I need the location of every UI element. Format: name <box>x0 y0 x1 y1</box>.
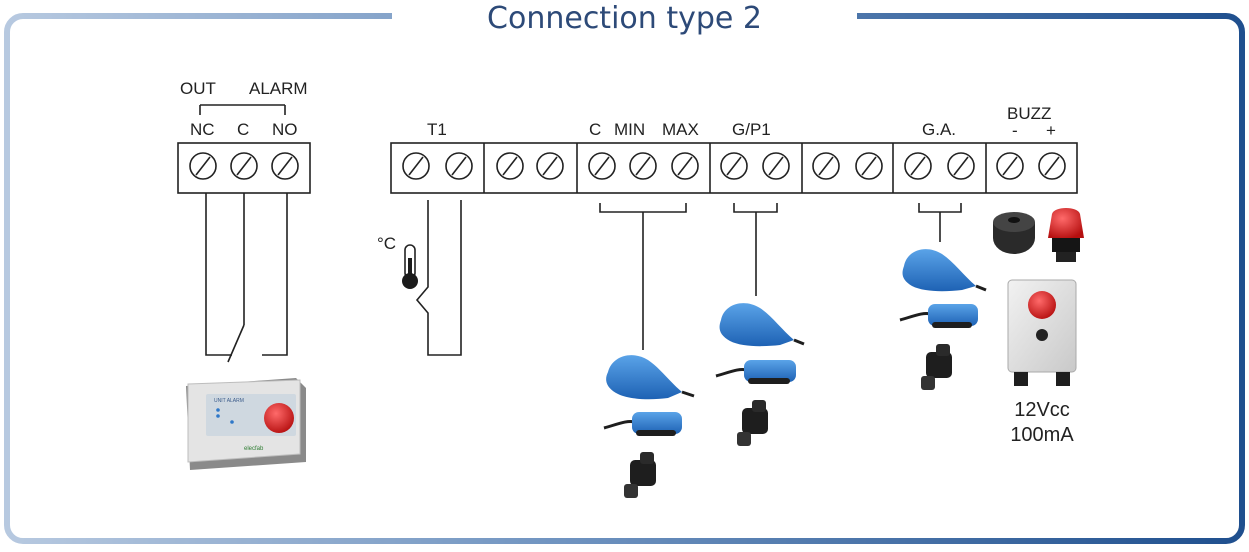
float-switch-black-2 <box>737 400 768 446</box>
gp1-label: G/P1 <box>732 120 771 139</box>
relay-contact-wiring <box>205 193 288 363</box>
nc-label: NC <box>190 120 215 139</box>
no-label: NO <box>272 120 298 139</box>
siren-box-icon <box>1007 279 1077 386</box>
c-label-out: C <box>237 120 250 139</box>
alarm-unit-device <box>186 378 306 470</box>
alarm-output-terminal <box>177 104 311 194</box>
beacon-light-icon <box>1048 208 1084 262</box>
siren-voltage: 12Vcc <box>1014 399 1070 421</box>
level-bracket-ga <box>918 203 962 242</box>
level-bracket-cminmax <box>599 203 687 350</box>
float-switch-flat-3 <box>899 304 978 328</box>
float-switch-flat-1 <box>603 412 682 436</box>
alarm-unit-brand: UNIT ALARM <box>214 398 244 404</box>
level-bracket-gp1 <box>733 203 778 296</box>
screw-terminals-out <box>189 152 299 180</box>
float-switch-pear-2 <box>719 303 805 347</box>
buzz-minus-label: - <box>1012 121 1018 140</box>
buzz-label: BUZZ <box>1007 104 1052 123</box>
float-switch-black-3 <box>921 344 952 390</box>
float-switch-pear-1 <box>606 355 695 400</box>
float-switch-pear-3 <box>902 249 987 292</box>
max-label: MAX <box>662 120 699 139</box>
celsius-label: °C <box>377 234 397 253</box>
buzz-plus-label: + <box>1046 121 1056 140</box>
c-label-level: C <box>589 120 602 139</box>
ga-label: G.A. <box>922 120 957 139</box>
float-switch-black-1 <box>624 452 656 498</box>
screw-terminals-main <box>402 152 1066 180</box>
t1-label: T1 <box>427 120 447 139</box>
out-label: OUT <box>180 79 216 98</box>
diagram-title: Connection type 2 <box>392 0 857 40</box>
min-label: MIN <box>614 120 646 139</box>
thermometer-icon <box>402 244 418 289</box>
t1-probe-wiring <box>415 200 462 356</box>
float-switch-flat-2 <box>715 360 796 384</box>
main-terminal-strip <box>390 142 1078 194</box>
siren-current: 100mA <box>1010 424 1074 446</box>
alarm-unit-logo: elecfab <box>244 446 264 452</box>
buzzer-icon <box>993 212 1035 254</box>
alarm-label: ALARM <box>249 79 308 98</box>
